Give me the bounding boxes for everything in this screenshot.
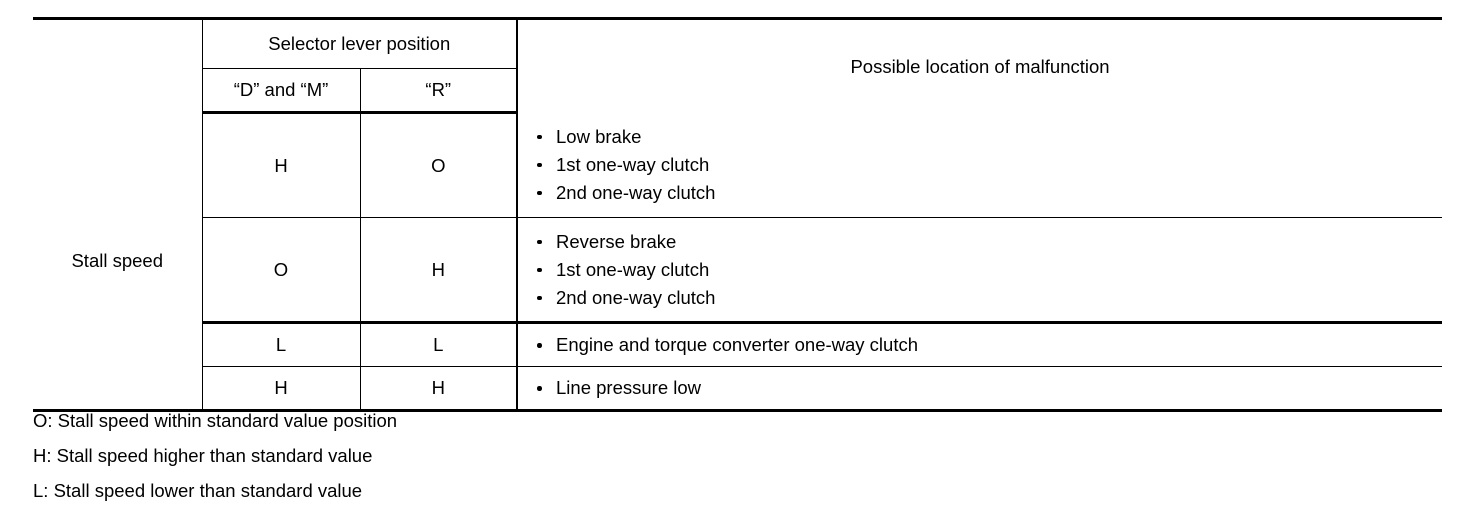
cell-r: H xyxy=(359,217,518,324)
stall-speed-diagnosis-table-wrapper: Selector lever position Possible locatio… xyxy=(33,17,1443,412)
list-item: Line pressure low xyxy=(535,374,1442,402)
table-row: O H Reverse brake 1st one-way clutch 2nd… xyxy=(33,217,1443,324)
malfunction-bullet-list: Line pressure low xyxy=(518,374,1442,402)
legend-line-o: O: Stall speed within standard value pos… xyxy=(33,410,398,431)
list-item: 2nd one-way clutch xyxy=(535,284,1442,312)
table-row: L L Engine and torque converter one-way … xyxy=(33,322,1443,367)
cell-malfunction-list: Reverse brake 1st one-way clutch 2nd one… xyxy=(516,217,1443,324)
header-sub-d-and-m: “D” and “M” xyxy=(201,68,360,114)
row-group-label-stall-speed: Stall speed xyxy=(33,112,202,412)
list-item: 1st one-way clutch xyxy=(535,151,1442,179)
table-header-sub-row: “D” and “M” “R” xyxy=(33,68,1442,114)
malfunction-bullet-list: Reverse brake 1st one-way clutch 2nd one… xyxy=(518,228,1442,312)
header-sub-r: “R” xyxy=(359,68,518,114)
cell-d-and-m: L xyxy=(201,322,360,367)
header-possible-location-of-malfunction: Possible location of malfunction xyxy=(516,17,1443,113)
table-header-group-row: Selector lever position Possible locatio… xyxy=(33,17,1443,113)
cell-r: H xyxy=(359,366,518,412)
list-item: Low brake xyxy=(535,123,1442,151)
header-blank-cell xyxy=(33,17,202,69)
header-selector-lever-position: Selector lever position xyxy=(201,17,518,69)
cell-d-and-m: H xyxy=(201,366,360,412)
cell-malfunction-list: Line pressure low xyxy=(516,366,1443,412)
table-row: Stall speed H O Low brake 1st one-way cl… xyxy=(33,112,1443,412)
malfunction-bullet-list: Engine and torque converter one-way clut… xyxy=(518,331,1442,359)
cell-r: O xyxy=(359,112,518,218)
list-item: 2nd one-way clutch xyxy=(535,179,1442,207)
legend-line-l: L: Stall speed lower than standard value xyxy=(33,480,363,501)
legend-line-h: H: Stall speed higher than standard valu… xyxy=(33,445,373,466)
list-item: 1st one-way clutch xyxy=(535,256,1442,284)
stall-speed-diagnosis-table: Selector lever position Possible locatio… xyxy=(33,17,1443,412)
cell-d-and-m: O xyxy=(201,217,360,324)
malfunction-bullet-list: Low brake 1st one-way clutch 2nd one-way… xyxy=(518,123,1442,207)
header-blank-cell-lower xyxy=(33,69,202,113)
cell-r: L xyxy=(359,322,518,367)
table-row: H H Line pressure low xyxy=(33,366,1443,412)
legend-notes: O: Stall speed within standard value pos… xyxy=(33,403,397,506)
cell-malfunction-list: Engine and torque converter one-way clut… xyxy=(516,322,1443,367)
list-item: Reverse brake xyxy=(535,228,1442,256)
cell-d-and-m: H xyxy=(201,112,360,218)
cell-malfunction-list: Low brake 1st one-way clutch 2nd one-way… xyxy=(516,112,1443,218)
list-item: Engine and torque converter one-way clut… xyxy=(535,331,1442,359)
